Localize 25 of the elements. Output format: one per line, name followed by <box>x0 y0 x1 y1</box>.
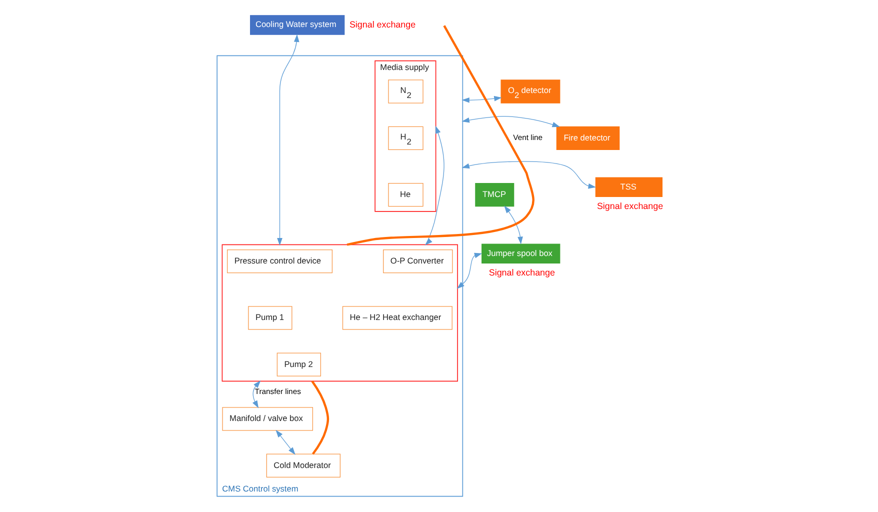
node-label: Signal exchange <box>488 266 555 277</box>
arrow <box>462 95 502 102</box>
arrow <box>276 429 296 454</box>
connector <box>311 380 330 454</box>
connector <box>346 24 534 246</box>
arrow <box>277 34 300 246</box>
node-box: TMCP <box>475 182 514 206</box>
node-box: He – H2 Heat exchanger <box>342 306 452 330</box>
arrow <box>252 380 261 408</box>
node-label: Signal exchange <box>596 200 664 210</box>
arrow <box>462 160 596 188</box>
cluster <box>222 244 458 382</box>
arrow <box>456 252 482 288</box>
node-box: O-P Converter <box>383 248 453 273</box>
node-box: Cold Moderator <box>266 453 340 477</box>
node-label: Signal exchange <box>349 18 416 29</box>
node-box: He <box>388 182 424 206</box>
arrow <box>462 115 560 127</box>
node-box: Manifold / valve box <box>222 406 313 430</box>
node-box: Pump 2 <box>276 352 321 376</box>
arrow <box>424 125 444 245</box>
node-box: Pressure control device <box>227 248 333 273</box>
node-box: Pump 1 <box>248 306 292 330</box>
node-box: Fire detector <box>556 126 620 150</box>
arrow <box>504 205 523 244</box>
